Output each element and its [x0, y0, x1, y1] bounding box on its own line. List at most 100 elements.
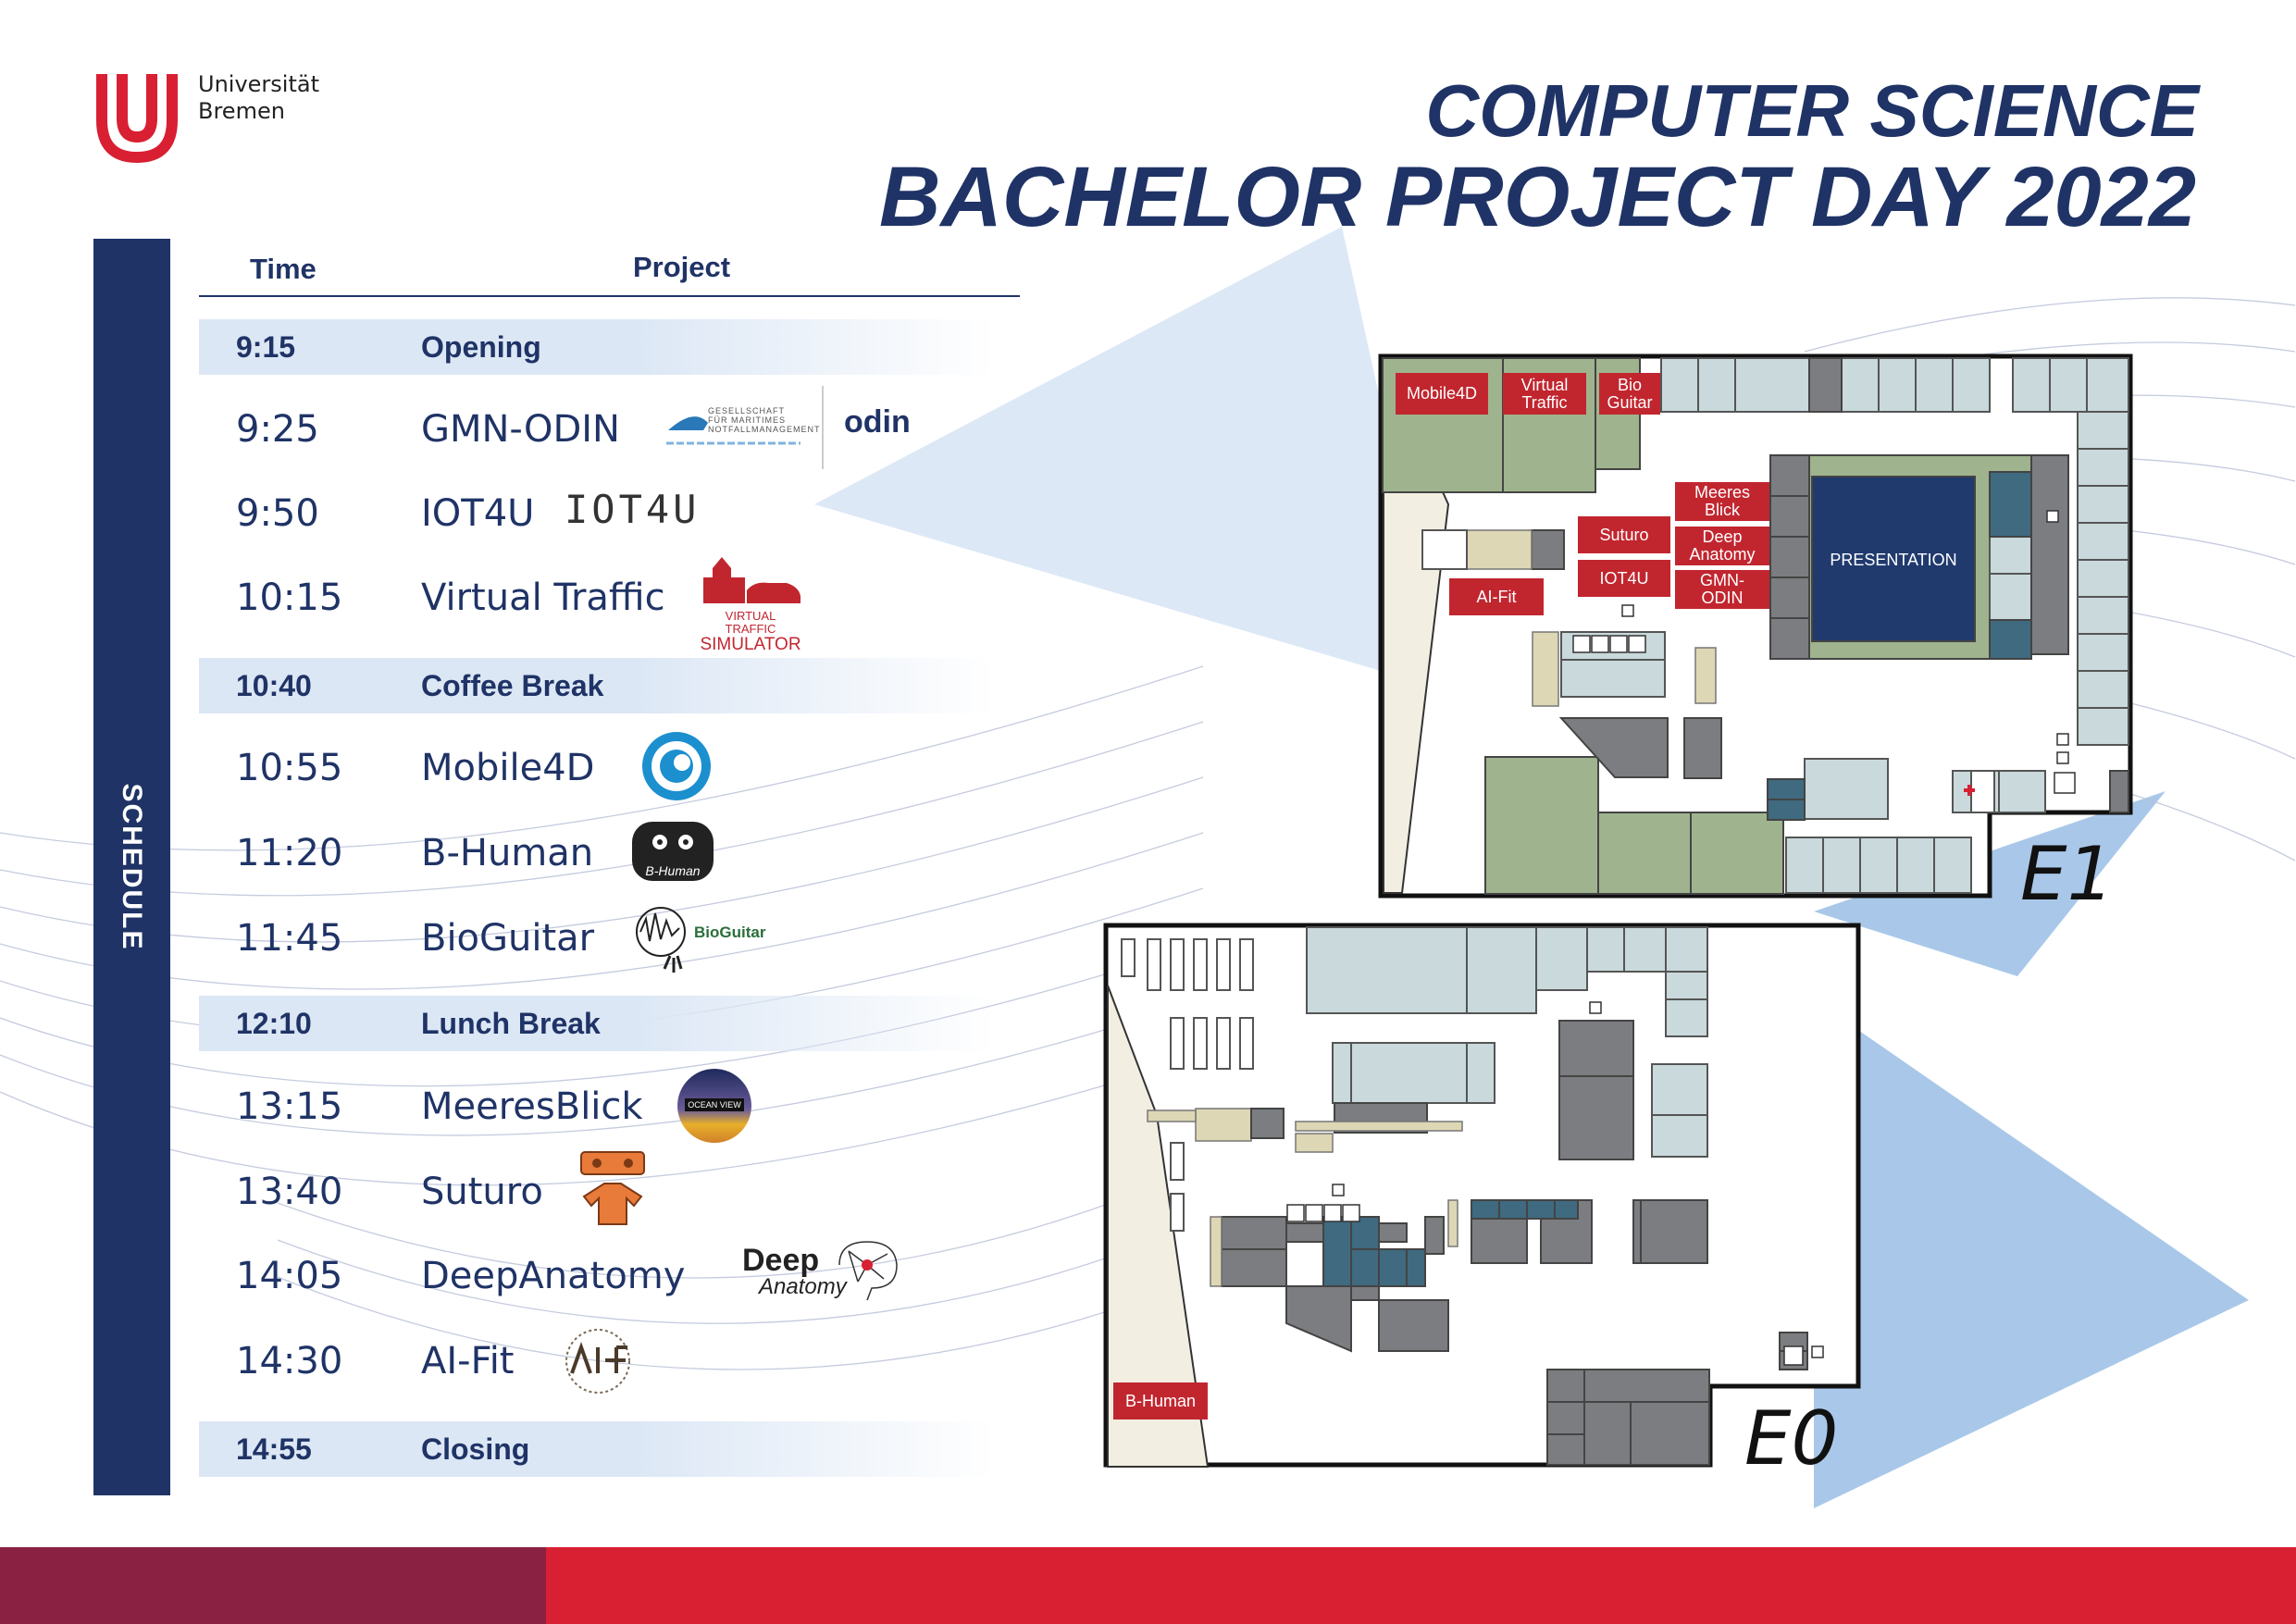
deep-logo-line2: Anatomy [759, 1274, 847, 1299]
iot4u-logo: IOT4U [565, 487, 701, 532]
row-project: Suturo [421, 1171, 543, 1213]
header-divider [199, 295, 1020, 297]
elevator-icons [1286, 635, 2076, 1366]
bioguitar-logo-icon [636, 907, 686, 973]
university-logo-icon [96, 74, 178, 164]
vt-logo-line1: VIRTUAL TRAFFIC [725, 609, 776, 636]
schedule-break-row: 12:10 Lunch Break [199, 996, 995, 1051]
map-label-presentation: PRESENTATION [1830, 550, 1957, 569]
floor-plan-e1 [1378, 353, 2133, 899]
row-time: 11:45 [236, 917, 343, 960]
row-project: DeepAnatomy [421, 1255, 686, 1297]
title-line1: COMPUTER SCIENCE [1425, 69, 2199, 152]
footer-bar-red [546, 1547, 2296, 1624]
schedule-row: 10:55 Mobile4D [199, 738, 995, 798]
vt-logo-line2: SIMULATOR [700, 635, 801, 654]
row-project: Coffee Break [421, 669, 604, 702]
map-label-virtual-traffic: Virtual Traffic [1503, 373, 1586, 415]
gmn-logo-line1: GESELLSCHAFT [708, 406, 786, 415]
schedule-row: 13:15 MeeresBlick [199, 1077, 995, 1136]
row-time: 11:20 [236, 832, 343, 874]
row-time: 12:10 [236, 1007, 312, 1040]
row-time: 9:50 [236, 492, 319, 535]
bioguitar-logo-text: BioGuitar [694, 924, 766, 941]
aifit-logo-icon [565, 1329, 630, 1394]
row-time: 14:05 [236, 1255, 343, 1297]
schedule-row: 14:30 AI-Fit [199, 1332, 995, 1391]
row-project: IOT4U [421, 492, 535, 535]
odin-logo: odin [844, 404, 911, 440]
virtual-traffic-logo: VIRTUAL TRAFFIC SIMULATOR [699, 550, 802, 654]
row-time: 9:25 [236, 408, 319, 451]
map-label-deep-anatomy: Deep Anatomy [1675, 527, 1769, 565]
schedule-row: 10:15 Virtual Traffic [199, 568, 995, 627]
map-label-meeres-blick: Meeres Blick [1675, 482, 1769, 521]
map-label-gmn-odin: GMN-ODIN [1675, 570, 1769, 609]
castle-car-icon [703, 557, 800, 603]
schedule-break-row: 9:15 Opening [199, 319, 995, 375]
schedule-row: 9:50 IOT4U [199, 484, 995, 543]
row-time: 10:55 [236, 747, 343, 789]
row-project: Virtual Traffic [421, 576, 665, 619]
schedule-row: 14:05 DeepAnatomy [199, 1246, 995, 1306]
project-column-header: Project [633, 251, 731, 283]
map-label-bio-guitar: Bio Guitar [1599, 373, 1660, 415]
map-label-b-human: B-Human [1113, 1382, 1208, 1419]
bhuman-logo-text: B-Human [645, 863, 701, 878]
row-project: Lunch Break [421, 1007, 601, 1040]
row-project: B-Human [421, 832, 594, 874]
row-time: 9:15 [236, 330, 296, 364]
title-line2: BACHELOR PROJECT DAY 2022 [879, 150, 2196, 244]
gmn-logo: GESELLSCHAFT FÜR MARITIMES NOTFALLMANAGE… [666, 403, 820, 453]
floor-plan-e0 [1103, 923, 1861, 1468]
wheelchair-icons [1332, 510, 2069, 1358]
university-name-line2: Bremen [198, 98, 285, 124]
row-time: 10:40 [236, 669, 312, 702]
row-project: BioGuitar [421, 917, 595, 960]
brain-network-icon [838, 1241, 898, 1301]
row-time: 13:40 [236, 1171, 343, 1213]
map-label-ai-fit: AI-Fit [1449, 578, 1544, 615]
gmn-logo-line2: FÜR MARITIMES [708, 415, 786, 425]
row-project: AI-Fit [421, 1340, 515, 1382]
floor-label-e0: E0 [1744, 1395, 1839, 1481]
row-time: 10:15 [236, 576, 343, 619]
row-time: 14:30 [236, 1340, 343, 1382]
schedule-row: 11:45 BioGuitar [199, 909, 995, 968]
schedule-sidebar [93, 239, 170, 1495]
gmn-logo-divider [822, 386, 824, 469]
time-column-header: Time [250, 253, 316, 285]
row-project: MeeresBlick [421, 1085, 643, 1128]
row-time: 13:15 [236, 1085, 343, 1128]
map-label-iot4u: IOT4U [1578, 560, 1670, 597]
suturo-logo-icon [580, 1151, 645, 1225]
map-label-suturo: Suturo [1578, 516, 1670, 553]
map-label-mobile4d: Mobile4D [1396, 373, 1488, 415]
robot-eyes-icon [652, 835, 693, 849]
mobile4d-logo-icon [642, 732, 711, 800]
row-project: Closing [421, 1432, 530, 1466]
footer-bar-maroon [0, 1547, 546, 1624]
deepanatomy-logo: Deep Anatomy [742, 1241, 909, 1301]
ship-icon [666, 416, 800, 445]
university-name: Universität Bremen [198, 71, 319, 125]
row-project: Opening [421, 330, 541, 364]
schedule-row: 13:40 Suturo [199, 1162, 995, 1221]
bhuman-logo: B-Human [632, 822, 714, 881]
deep-logo-line1: Deep [742, 1243, 820, 1278]
oceanview-logo: OCEAN VIEW [677, 1069, 751, 1143]
schedule-label: SCHEDULE [117, 783, 147, 951]
floor-label-e1: E1 [2020, 831, 2115, 917]
schedule-break-row: 14:55 Closing [199, 1421, 995, 1477]
schedule-break-row: 10:40 Coffee Break [199, 658, 995, 713]
presentation-room [1811, 476, 1976, 642]
row-time: 14:55 [236, 1432, 312, 1466]
gmn-logo-line3: NOTFALLMANAGEMENT [708, 425, 821, 434]
row-project: GMN-ODIN [421, 408, 620, 451]
university-name-line1: Universität [198, 71, 319, 97]
oceanview-logo-text: OCEAN VIEW [685, 1098, 744, 1111]
row-project: Mobile4D [421, 747, 595, 789]
schedule-row: 9:25 GMN-ODIN [199, 400, 995, 459]
